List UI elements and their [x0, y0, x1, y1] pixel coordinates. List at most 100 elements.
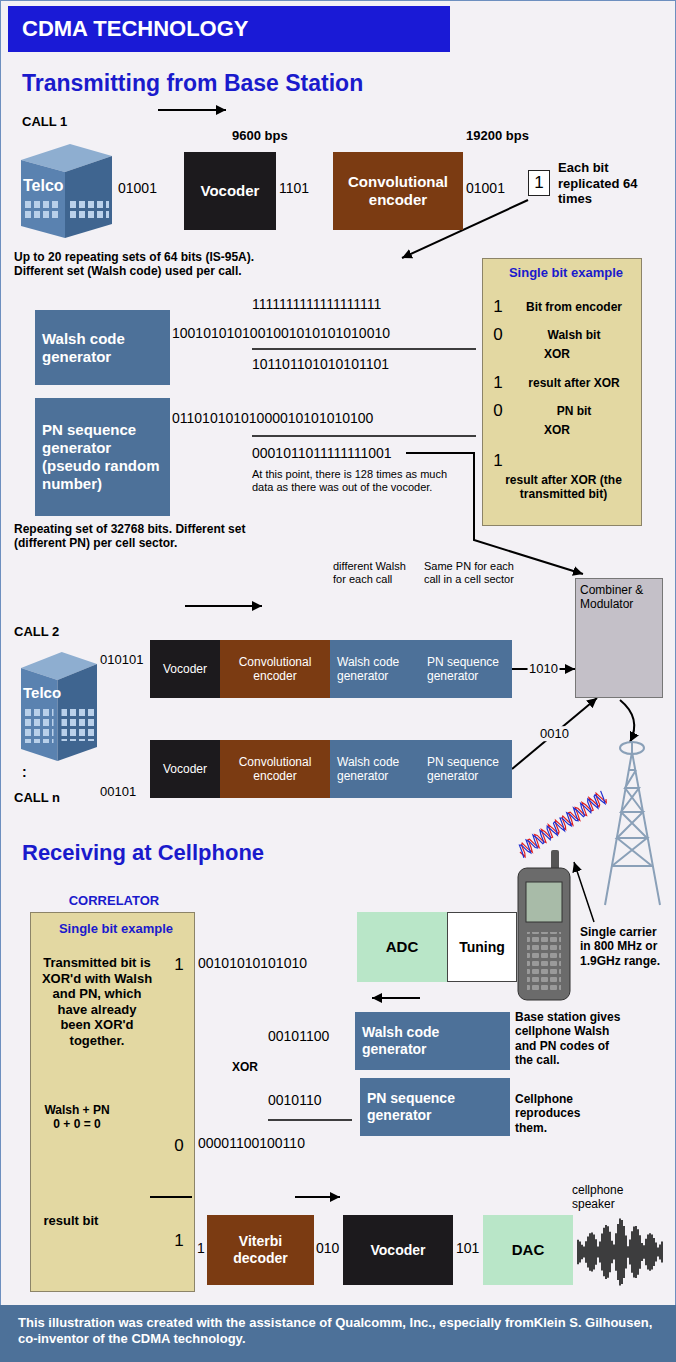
box-label: Telco — [23, 684, 61, 702]
note-label: 9600 bps — [232, 128, 288, 144]
box-label: Convolutional encoder — [224, 755, 326, 784]
wave-stroke — [661, 1242, 663, 1263]
wave-stroke — [625, 1235, 627, 1268]
box-label: Vocoder — [163, 762, 207, 776]
example-panel: Single bit example1Bit from encoder0Wals… — [482, 258, 642, 526]
note-label: 00001100100110 — [198, 1135, 305, 1152]
encoder-box: Convolutional encoder — [220, 640, 330, 698]
box-label: ADC — [386, 938, 419, 956]
wave-stroke — [581, 1245, 583, 1260]
panel-text: 0 — [491, 401, 505, 421]
telco-building: Telco — [15, 648, 100, 763]
note-label: 01101010101000010101010100 — [172, 410, 373, 427]
panel-text: 0 — [491, 325, 505, 345]
vocoder-box: Vocoder — [184, 152, 276, 230]
section-heading: Receiving at Cellphone — [22, 840, 422, 866]
converter-box: ADC — [357, 912, 447, 982]
vocoder-box: Vocoder — [150, 640, 220, 698]
generator-box: PN sequence generator (pseudo random num… — [35, 398, 170, 516]
panel-text: XOR — [527, 423, 587, 437]
connector — [512, 698, 597, 769]
note-label: 1 — [197, 1240, 205, 1257]
panel-text: 0 — [169, 1136, 189, 1156]
wave-stroke — [621, 1220, 623, 1284]
panel-text: CORRELATOR — [39, 893, 189, 909]
section-heading: Transmitting from Base Station — [22, 70, 452, 98]
cellphone — [518, 850, 570, 1000]
wave-stroke — [579, 1241, 581, 1262]
note-label: 010101 — [100, 652, 143, 668]
note-label: different Walsh for each call — [333, 560, 408, 586]
box-label: Combiner & Modulator — [580, 583, 658, 612]
note-label: 19200 bps — [466, 128, 529, 144]
note-label: XOR — [232, 1060, 258, 1074]
wave-stroke — [655, 1243, 657, 1262]
wave-stroke — [627, 1246, 629, 1257]
box-label: Vocoder — [163, 662, 207, 676]
box-label: 1 — [534, 173, 543, 193]
building-shape — [15, 648, 100, 763]
panel-text: result after XOR (the transmitted bit) — [491, 473, 636, 502]
sum-line — [150, 1196, 192, 1198]
wave-stroke — [639, 1235, 641, 1268]
wave-stroke — [611, 1241, 613, 1264]
note-label: : — [22, 764, 27, 781]
wave-stroke — [657, 1247, 659, 1256]
combiner-box: Combiner & Modulator — [575, 578, 663, 698]
note-label: 01001 — [118, 180, 157, 197]
panel-text: Single bit example — [41, 921, 191, 937]
generator-box: Walsh code generator — [330, 640, 420, 698]
wave-stroke — [615, 1233, 617, 1270]
wave-stroke — [607, 1226, 609, 1277]
wave-stroke — [637, 1229, 639, 1275]
generator-box: PN sequence generator — [420, 740, 512, 798]
wave-stroke — [659, 1244, 661, 1259]
note-label: 00101010101010 — [198, 955, 307, 972]
box-label: DAC — [512, 1241, 545, 1259]
wave-stroke — [641, 1243, 643, 1261]
wave-stroke — [601, 1234, 603, 1271]
box-label: Vocoder — [371, 1242, 426, 1259]
tuning-box: Tuning — [447, 912, 517, 982]
panel-text: result bit — [41, 1213, 101, 1229]
title-band: CDMA TECHNOLOGY — [8, 6, 450, 52]
vocoder-box: Vocoder — [150, 740, 220, 798]
wave-stroke — [605, 1225, 607, 1279]
note-label: Each bit replicated 64 times — [558, 160, 668, 207]
panel-text: Walsh + PN 0 + 0 = 0 — [41, 1103, 113, 1132]
caption-band: This illustration was created with the a… — [0, 1305, 676, 1362]
wave-stroke — [635, 1226, 637, 1278]
box-label: PN sequence generator (pseudo random num… — [42, 421, 163, 493]
panel-text: Transmitted bit is XOR'd with Walsh and … — [41, 955, 153, 1049]
note-label: 0010110 — [268, 1092, 321, 1109]
wave-stroke — [645, 1239, 647, 1265]
note-label: Same PN for each call in a cell sector — [424, 560, 519, 586]
generator-box: PN sequence generator — [420, 640, 512, 698]
box-label: Walsh code generator — [337, 655, 413, 684]
panel-text: 1 — [491, 451, 505, 471]
signal-blue — [519, 791, 605, 858]
encoder-box: Convolutional encoder — [220, 740, 330, 798]
note-label: Base station gives cellphone Walsh and P… — [515, 1010, 625, 1068]
wave-stroke — [653, 1238, 655, 1266]
note-label: 101 — [456, 1240, 479, 1257]
wave-stroke — [597, 1246, 599, 1257]
panel-text: 1 — [491, 373, 505, 393]
wave-stroke — [649, 1233, 651, 1271]
box-label: Walsh code generator — [42, 330, 163, 366]
wave-stroke — [609, 1232, 611, 1272]
panel-text: 1 — [491, 297, 505, 317]
box-label: Convolutional encoder — [337, 173, 459, 209]
note-label: 01001 — [466, 180, 505, 197]
wave-stroke — [647, 1235, 649, 1270]
edge-label: 1010 — [527, 661, 560, 677]
box-label: PN sequence generator — [427, 755, 505, 784]
panel-text: Single bit example — [491, 265, 641, 281]
note-label: cellphone speaker — [572, 1183, 657, 1212]
wave-stroke — [591, 1232, 593, 1271]
box-label: Walsh code generator — [362, 1024, 503, 1058]
note-label: 1111111111111111111 — [252, 296, 381, 313]
box-label: Telco — [23, 176, 64, 195]
note-label: 010 — [316, 1240, 339, 1257]
